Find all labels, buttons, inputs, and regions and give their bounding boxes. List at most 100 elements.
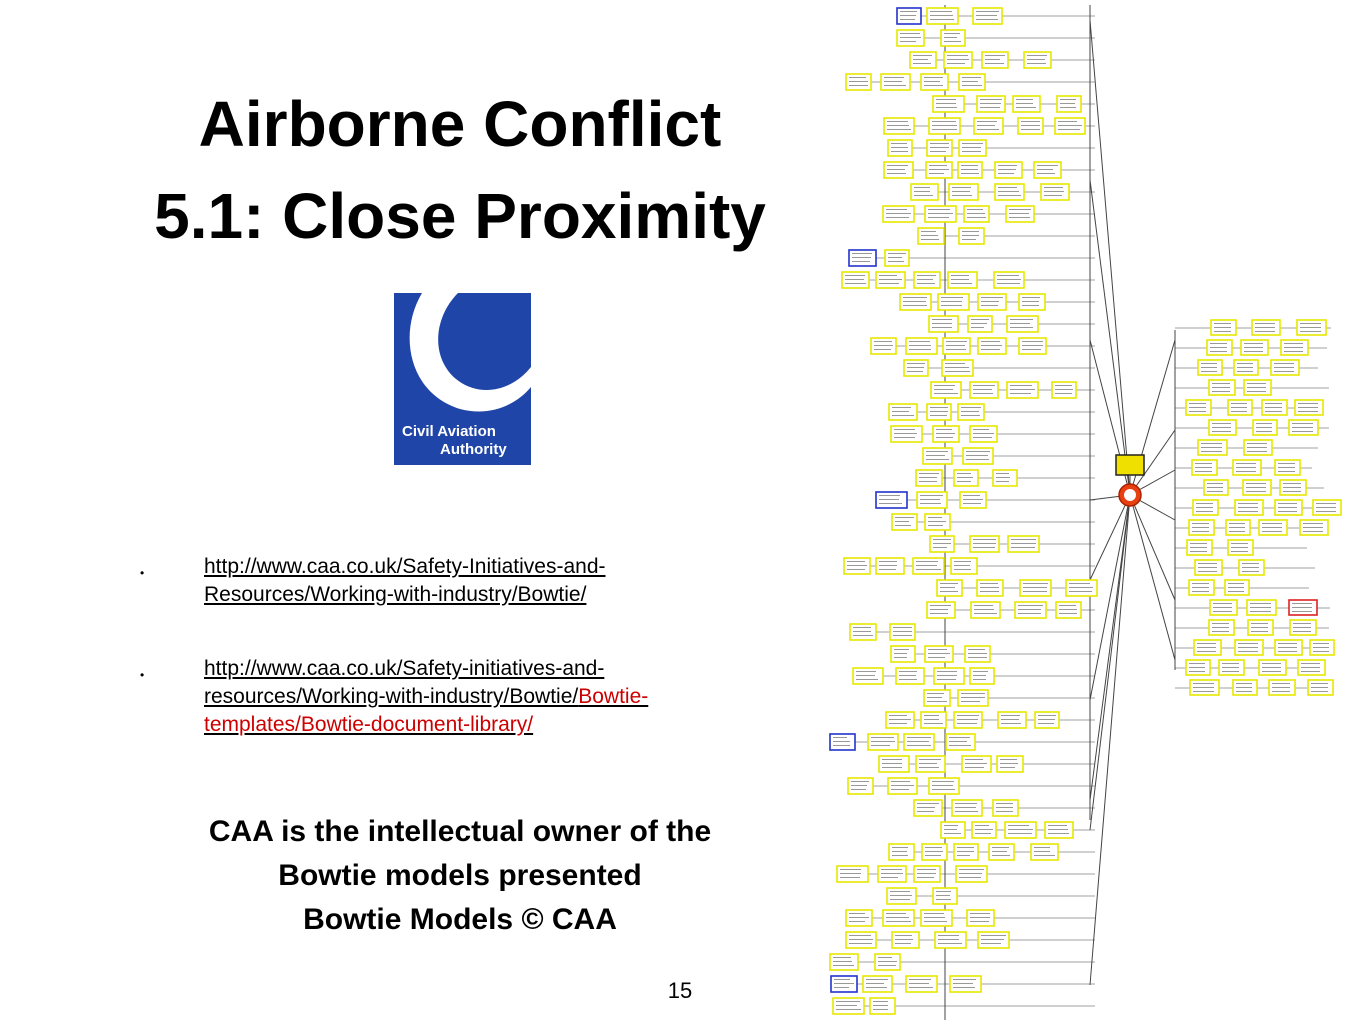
- node-text: [961, 693, 985, 694]
- node-text: [1193, 691, 1214, 692]
- node-text: [1262, 527, 1282, 528]
- node-text: [936, 429, 952, 430]
- node-text: [907, 745, 931, 746]
- node-text: [1212, 631, 1229, 632]
- node-text: [1198, 563, 1217, 564]
- node-text: [1236, 687, 1252, 688]
- node-text: [966, 459, 989, 460]
- node-text: [1256, 431, 1272, 432]
- node-text: [965, 767, 984, 768]
- node-text: [957, 723, 977, 724]
- node-text: [930, 19, 954, 20]
- bowtie-link-2[interactable]: http://www.caa.co.uk/Safety-initiatives-…: [204, 657, 648, 736]
- node-text: [1251, 623, 1268, 624]
- node-text: [851, 785, 867, 786]
- node-text: [889, 723, 907, 724]
- node-text: [927, 701, 947, 702]
- bowtie-diagram-svg: [829, 5, 1342, 1020]
- node-text: [1228, 591, 1244, 592]
- node-text: [936, 107, 957, 108]
- node-text: [1008, 833, 1032, 834]
- node-text: [1038, 719, 1055, 720]
- node-text: [1246, 487, 1266, 488]
- node-text: [853, 627, 871, 628]
- node-text: [941, 305, 962, 306]
- node-text: [833, 965, 854, 966]
- node-text: [894, 653, 907, 654]
- node-text: [1231, 551, 1248, 552]
- logo-text: Civil Aviation Authority: [402, 423, 507, 459]
- node-text: [973, 393, 993, 394]
- node-text: [1274, 371, 1294, 372]
- node-text: [921, 239, 939, 240]
- node-text: [1008, 825, 1029, 826]
- node-text: [1242, 567, 1259, 568]
- node-text: [1213, 607, 1232, 608]
- node-text: [945, 367, 969, 368]
- node-text: [1011, 539, 1036, 540]
- node-text: [951, 283, 972, 284]
- node-text: [944, 41, 961, 42]
- node-text: [913, 63, 931, 64]
- node-text: [1210, 343, 1227, 344]
- node-text: [1272, 683, 1290, 684]
- node-text: [937, 675, 957, 676]
- node-text: [973, 675, 986, 676]
- node-text: [971, 319, 989, 320]
- node-text: [1250, 611, 1271, 612]
- node-text: [1300, 331, 1321, 332]
- node-text: [961, 173, 979, 174]
- node-text: [1222, 667, 1239, 668]
- node-text: [833, 741, 850, 742]
- node-text: [1293, 627, 1311, 628]
- node-text: [1060, 103, 1075, 104]
- link-list: • http://www.caa.co.uk/Safety-Initiative…: [140, 553, 800, 785]
- node-text: [944, 37, 957, 38]
- node-text: [1009, 217, 1030, 218]
- node-text: [980, 103, 1001, 104]
- node-text: [1236, 471, 1256, 472]
- node-text: [940, 583, 958, 584]
- node-text: [930, 15, 953, 16]
- node-text: [1292, 431, 1313, 432]
- node-text: [895, 517, 914, 518]
- node-text: [1009, 209, 1031, 210]
- bowtie-link-1[interactable]: http://www.caa.co.uk/Safety-Initiatives-…: [204, 555, 606, 606]
- node-text: [1300, 327, 1321, 328]
- node-text: [917, 877, 934, 878]
- node-text: [996, 803, 1013, 804]
- node-text: [949, 737, 970, 738]
- node-text: [866, 983, 884, 984]
- node-text: [887, 165, 908, 166]
- node-text: [895, 525, 911, 526]
- node-text: [963, 499, 983, 500]
- node-text: [981, 349, 1000, 350]
- node-text: [866, 979, 888, 980]
- node-text: [899, 671, 917, 672]
- node-text: [1048, 825, 1067, 826]
- node-text: [849, 85, 868, 86]
- node-text: [954, 569, 971, 570]
- node-text: [893, 631, 912, 632]
- node-text: [1256, 427, 1272, 428]
- node-text: [1023, 591, 1047, 592]
- node-text: [919, 767, 939, 768]
- node-text: [851, 789, 866, 790]
- node-text: [1214, 327, 1231, 328]
- node-text: [930, 609, 948, 610]
- node-text: [913, 59, 928, 60]
- node-text: [1021, 121, 1040, 122]
- node-text: [928, 525, 943, 526]
- node-text: [1292, 611, 1312, 612]
- node-text: [1247, 451, 1267, 452]
- node-text: [1313, 643, 1329, 644]
- node-text: [890, 895, 912, 896]
- node-text: [981, 297, 1003, 298]
- node-text: [907, 741, 929, 742]
- node-text: [1058, 125, 1082, 126]
- node-text: [962, 235, 979, 236]
- node-text: [849, 913, 865, 914]
- node-text: [1237, 367, 1253, 368]
- node-text: [1311, 683, 1328, 684]
- node-text: [1048, 833, 1069, 834]
